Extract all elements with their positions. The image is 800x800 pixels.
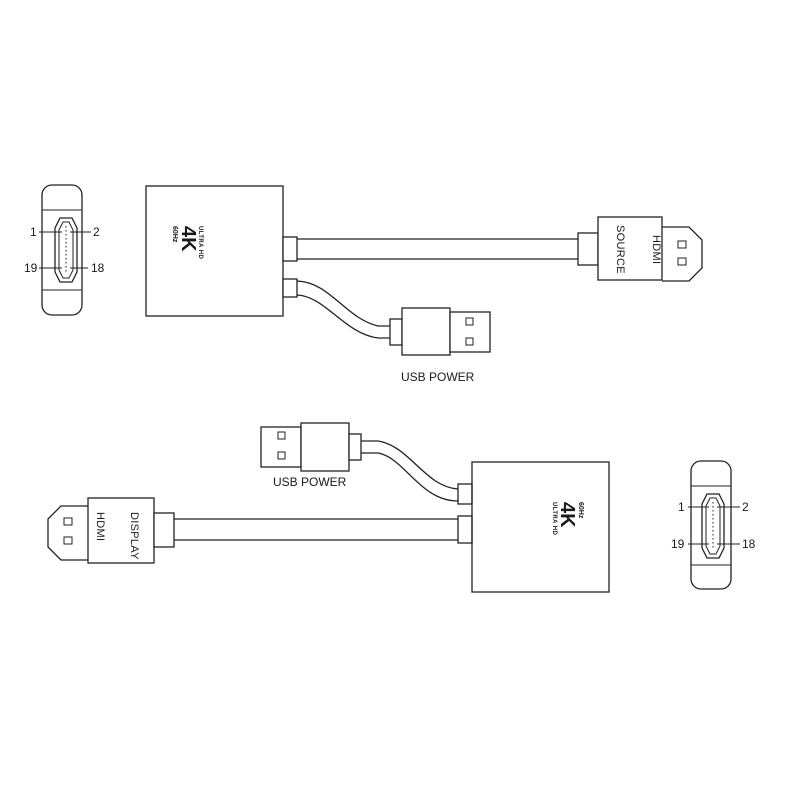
top-hdmi-socket [54,217,78,283]
bottom-hdmi-socket [701,493,725,559]
top-logo-4k-text: 4K [177,226,199,252]
bottom-hdmi-plug-label-display: DISPLAY [128,512,140,560]
top-logo-hz-text: 60Hz [171,226,178,243]
top-pin-19-label: 19 [24,261,38,275]
top-pin-2-label: 2 [93,225,100,239]
bottom-logo-4k-text: 4K [556,502,578,528]
bottom-4k-logo: 60Hz 4K ULTRA HD [551,502,584,535]
top-hdmi-plug-label-hdmi: HDMI [650,235,662,264]
bottom-pin-2-label: 2 [742,500,749,514]
bottom-usb-power-label: USB POWER [273,475,347,489]
bottom-usb-plug-tip [260,426,302,468]
top-4k-logo: ULTRA HD 4K 60Hz [171,226,203,259]
top-pin-1-label: 1 [30,225,37,239]
top-logo-ultra-text: ULTRA HD [197,226,203,259]
bottom-pin-19-label: 19 [671,537,685,551]
top-usb-cable: USB POWER [282,278,491,384]
bottom-pin-1-label: 1 [678,500,685,514]
top-hdmi-plug-tip [662,226,703,282]
bottom-adapter-box: 60Hz 4K ULTRA HD [471,461,610,593]
top-adapter-box: ULTRA HD 4K 60Hz [145,185,284,317]
bottom-logo-hz-text: 60Hz [577,502,584,519]
top-port-view: 1 2 19 18 [24,184,105,316]
bottom-logo-ultra-text: ULTRA HD [551,502,557,535]
top-hdmi-cable: HDMI SOURCE [282,216,703,282]
bottom-hdmi-plug-label-hdmi: HDMI [94,512,106,541]
top-usb-plug-tip [449,311,491,353]
bottom-usb-cable: USB POWER [260,422,473,505]
top-pin-18-label: 18 [91,261,105,275]
top-usb-power-label: USB POWER [401,370,475,384]
bottom-port-view: 1 2 19 18 [671,460,756,590]
bottom-hdmi-cable: HDMI DISPLAY [47,497,473,564]
top-hdmi-plug-label-source: SOURCE [614,225,626,274]
bottom-pin-18-label: 18 [742,537,756,551]
bottom-hdmi-plug-tip [47,505,88,561]
